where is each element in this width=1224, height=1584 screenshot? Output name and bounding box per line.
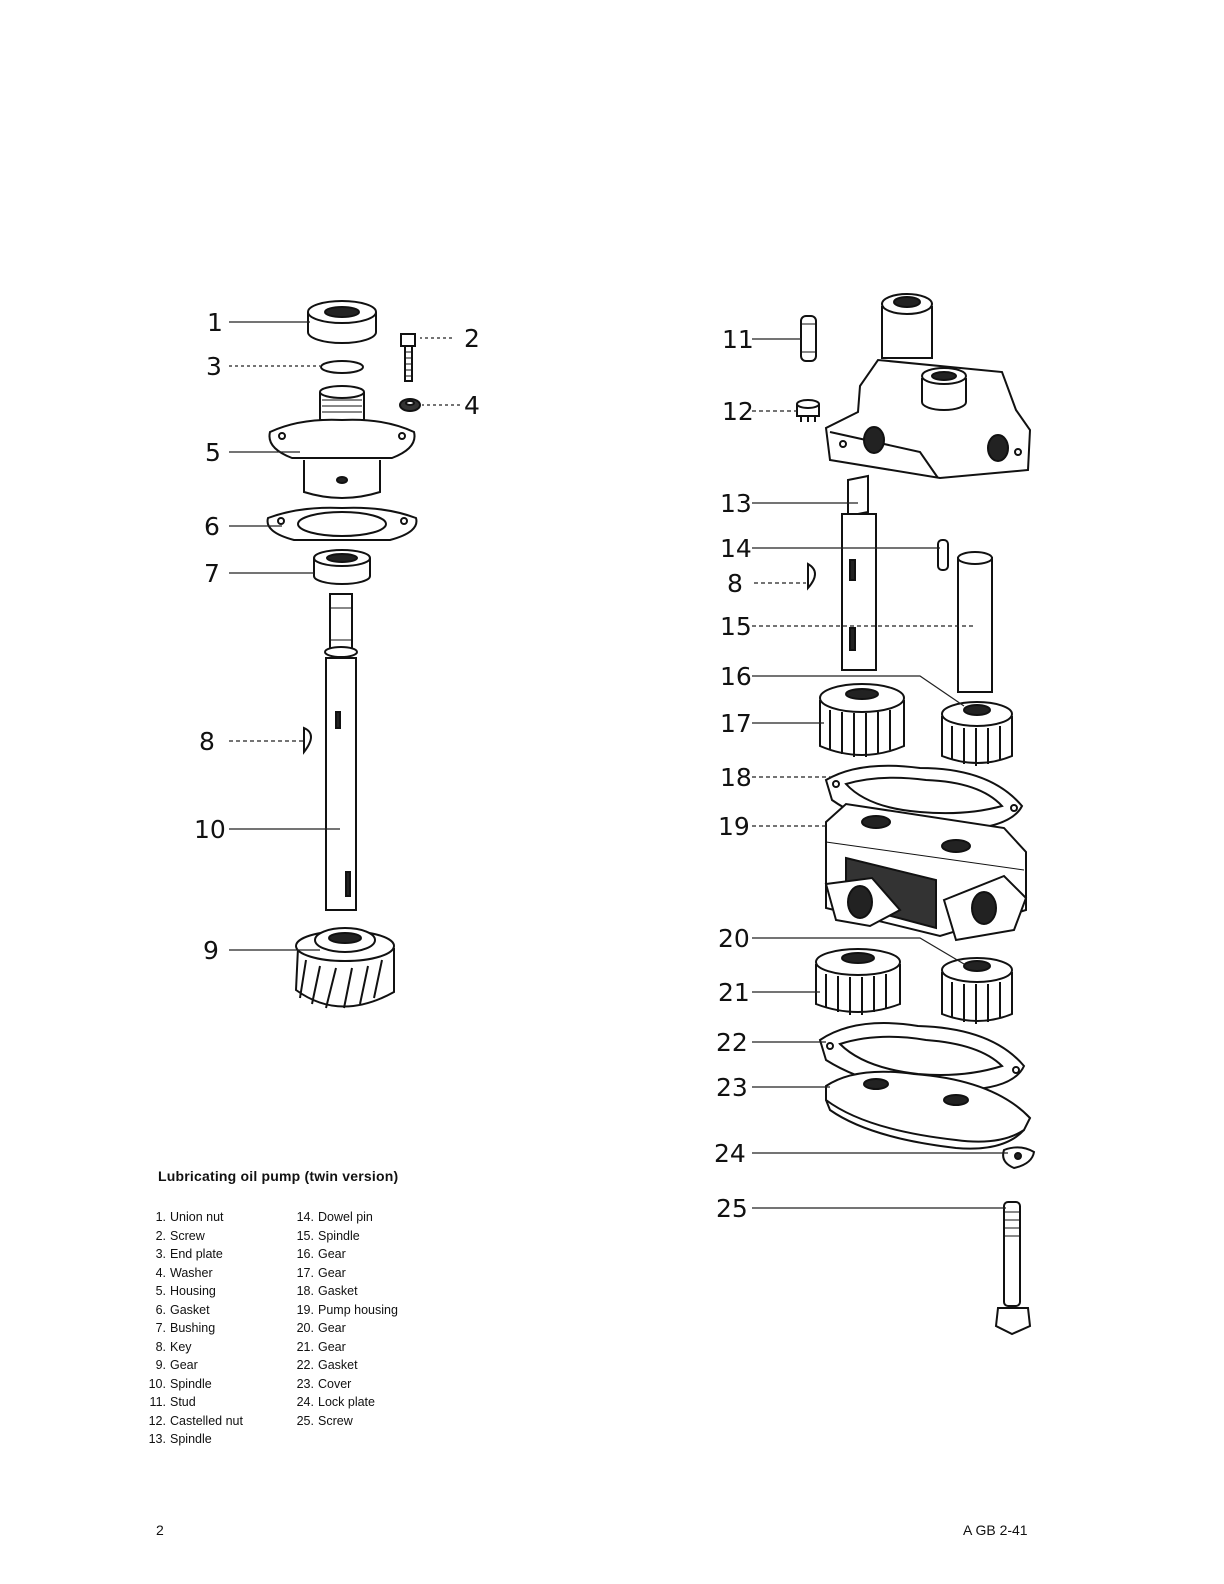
part-gear-17 (819, 683, 905, 757)
part-dowel-pin (937, 539, 949, 571)
callout-17: 17 (720, 709, 752, 738)
callout-12: 12 (722, 397, 754, 426)
part-pump-top-cover (824, 293, 1032, 480)
legend-item: 18.Gasket (296, 1284, 358, 1298)
part-washer (399, 398, 421, 412)
legend-list-left: 1.Union nut 2.Screw 3.End plate 4.Washer… (145, 1208, 243, 1449)
callout-24: 24 (714, 1139, 746, 1168)
legend-item: 7.Bushing (155, 1321, 216, 1335)
callout-21: 21 (718, 978, 750, 1007)
part-screw-2 (400, 333, 416, 382)
callout-14: 14 (720, 534, 752, 563)
part-pump-housing (824, 802, 1028, 942)
legend-item: 8.Key (155, 1339, 192, 1354)
callout-5: 5 (205, 438, 221, 467)
callout-15: 15 (720, 612, 752, 641)
legend-item: 20.Gear (296, 1321, 346, 1335)
legend-title: Lubricating oil pump (twin version) (158, 1168, 399, 1184)
callout-22: 22 (716, 1028, 748, 1057)
part-union-nut (307, 300, 377, 344)
part-lock-plate (1002, 1146, 1036, 1170)
part-gear-21 (815, 948, 901, 1015)
legend-list-right: 14.Dowel pin 15.Spindle 16.Gear 17.Gear … (293, 1208, 398, 1430)
legend-item: 24.Lock plate (296, 1395, 375, 1409)
legend-item: 22.Gasket (296, 1358, 358, 1372)
part-bushing (313, 549, 371, 585)
legend-item: 5.Housing (155, 1284, 216, 1298)
callout-8-left: 8 (199, 727, 215, 756)
callout-7: 7 (204, 559, 220, 588)
callout-8-right: 8 (727, 569, 743, 598)
part-gasket-6 (266, 506, 418, 541)
legend-item: 10.Spindle (148, 1376, 212, 1391)
legend-item: 25.Screw (296, 1413, 353, 1428)
callout-16: 16 (720, 662, 752, 691)
callout-20: 20 (718, 924, 750, 953)
legend-item: 19.Pump housing (296, 1302, 398, 1317)
legend-item: 6.Gasket (155, 1302, 210, 1317)
part-key-right (807, 562, 816, 591)
part-gear-20 (941, 957, 1013, 1024)
page-number: 2 (156, 1522, 164, 1538)
callout-18: 18 (720, 763, 752, 792)
callout-2: 2 (464, 324, 480, 353)
part-gear-9 (294, 927, 395, 1009)
callout-23: 23 (716, 1073, 748, 1102)
legend-item: 14.Dowel pin (296, 1210, 373, 1224)
legend-item: 15.Spindle (296, 1228, 360, 1243)
legend-item: 1.Union nut (155, 1210, 224, 1224)
legend-item: 3.End plate (155, 1247, 223, 1261)
part-key-left (303, 726, 312, 755)
callout-25: 25 (716, 1194, 748, 1223)
legend-item: 12.Castelled nut (148, 1413, 243, 1428)
part-castelled-nut (796, 399, 820, 422)
callout-13: 13 (720, 489, 752, 518)
legend-item: 16.Gear (296, 1247, 346, 1261)
part-spindle-15 (957, 551, 993, 693)
part-spindle-13 (841, 474, 877, 671)
part-cover (825, 1070, 1032, 1150)
part-screw-25 (994, 1201, 1032, 1336)
callout-10: 10 (194, 815, 226, 844)
legend-item: 17.Gear (296, 1265, 346, 1280)
legend-item: 21.Gear (296, 1339, 346, 1354)
callout-9: 9 (203, 936, 219, 965)
callout-6: 6 (204, 512, 220, 541)
callout-19: 19 (718, 812, 750, 841)
part-spindle-10 (324, 593, 358, 911)
callout-4: 4 (464, 391, 480, 420)
legend-item: 4.Washer (155, 1265, 213, 1280)
callout-1: 1 (207, 308, 223, 337)
legend-item: 2.Screw (155, 1228, 205, 1243)
legend-item: 9.Gear (155, 1358, 198, 1372)
legend-item: 13.Spindle (148, 1432, 212, 1446)
legend-item: 23.Cover (296, 1376, 352, 1391)
callout-11: 11 (722, 325, 754, 354)
part-housing (268, 385, 416, 499)
part-gear-16 (941, 701, 1013, 766)
callout-3: 3 (206, 352, 222, 381)
part-end-plate (320, 360, 364, 374)
document-code: A GB 2-41 (963, 1522, 1028, 1538)
legend-item: 11.Stud (149, 1395, 196, 1409)
part-stud (800, 315, 817, 362)
